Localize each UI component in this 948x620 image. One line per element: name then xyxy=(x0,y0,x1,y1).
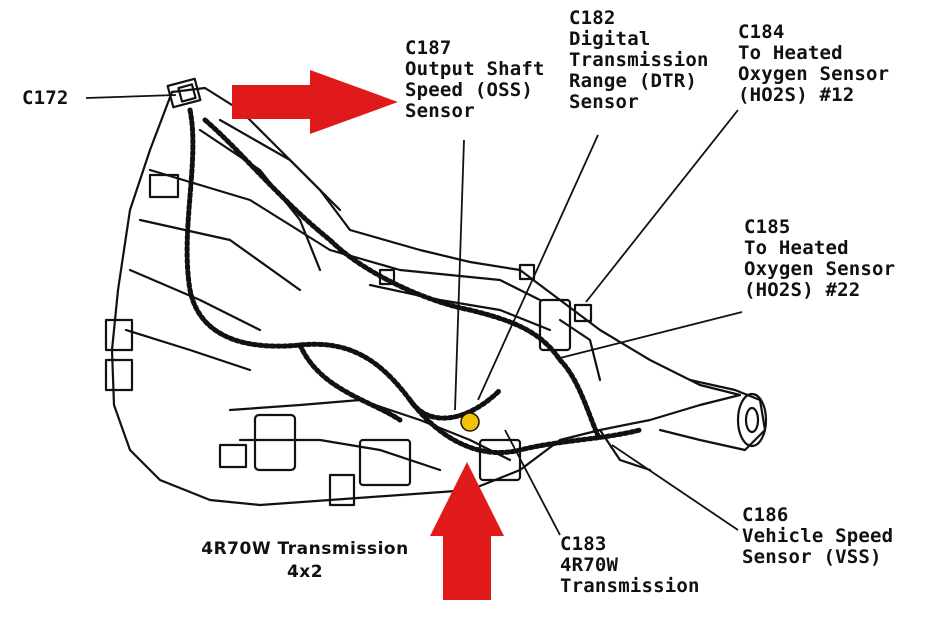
callout-c185: C185 To Heated Oxygen Sensor (HO2S) #22 xyxy=(744,217,895,301)
callout-c186-id: C186 xyxy=(742,504,789,526)
callout-c186-line: Vehicle Speed xyxy=(742,525,894,547)
callout-c184-line: Oxygen Sensor xyxy=(738,63,890,85)
caption-line-1: 4R70W Transmission xyxy=(201,539,409,559)
caption-line-2: 4x2 xyxy=(286,562,324,582)
transmission-housing xyxy=(104,77,768,507)
callout-c182-id: C182 xyxy=(569,7,616,29)
callout-c172: C172 xyxy=(22,88,69,109)
callout-c182-line: Digital xyxy=(569,28,651,50)
callout-c187-line: Sensor xyxy=(405,100,475,122)
callout-c183-id: C183 xyxy=(560,533,607,555)
arrow-up-to-c183 xyxy=(430,462,504,600)
callout-c184-line: To Heated xyxy=(738,42,843,64)
callout-c187-line: Speed (OSS) xyxy=(405,79,534,101)
callout-c186-line: Sensor (VSS) xyxy=(742,546,882,568)
callout-c187-line: Output Shaft xyxy=(405,58,545,80)
callout-c184-line: (HO2S) #12 xyxy=(738,84,855,106)
callout-c187-id: C187 xyxy=(405,37,452,59)
callout-c184: C184 To Heated Oxygen Sensor (HO2S) #12 xyxy=(738,22,889,106)
callout-c183-line: Transmission xyxy=(560,575,700,597)
callout-c182-line: Range (DTR) xyxy=(569,70,698,92)
callout-c185-line: Oxygen Sensor xyxy=(744,258,896,280)
callout-c186: C186 Vehicle Speed Sensor (VSS) xyxy=(742,505,893,568)
callout-c172-id: C172 xyxy=(22,87,69,109)
diagram-caption: 4R70W Transmission 4x2 xyxy=(160,538,450,584)
callout-c182-line: Transmission xyxy=(569,49,709,71)
leader-lines xyxy=(85,94,743,536)
callout-c185-id: C185 xyxy=(744,216,791,238)
callout-c183: C183 4R70W Transmission xyxy=(560,534,700,597)
red-arrows xyxy=(232,70,504,600)
callout-c182-line: Sensor xyxy=(569,91,639,113)
callout-c183-line: 4R70W xyxy=(560,554,619,576)
callout-c182: C182 Digital Transmission Range (DTR) Se… xyxy=(569,8,709,113)
callout-c187: C187 Output Shaft Speed (OSS) Sensor xyxy=(405,38,545,122)
callout-c185-line: To Heated xyxy=(744,237,849,259)
connector-c183-marker xyxy=(460,412,480,432)
wiring-harness xyxy=(184,107,643,456)
arrow-right-to-oss xyxy=(232,70,398,134)
callout-c184-id: C184 xyxy=(738,21,785,43)
callout-c185-line: (HO2S) #22 xyxy=(744,279,861,301)
